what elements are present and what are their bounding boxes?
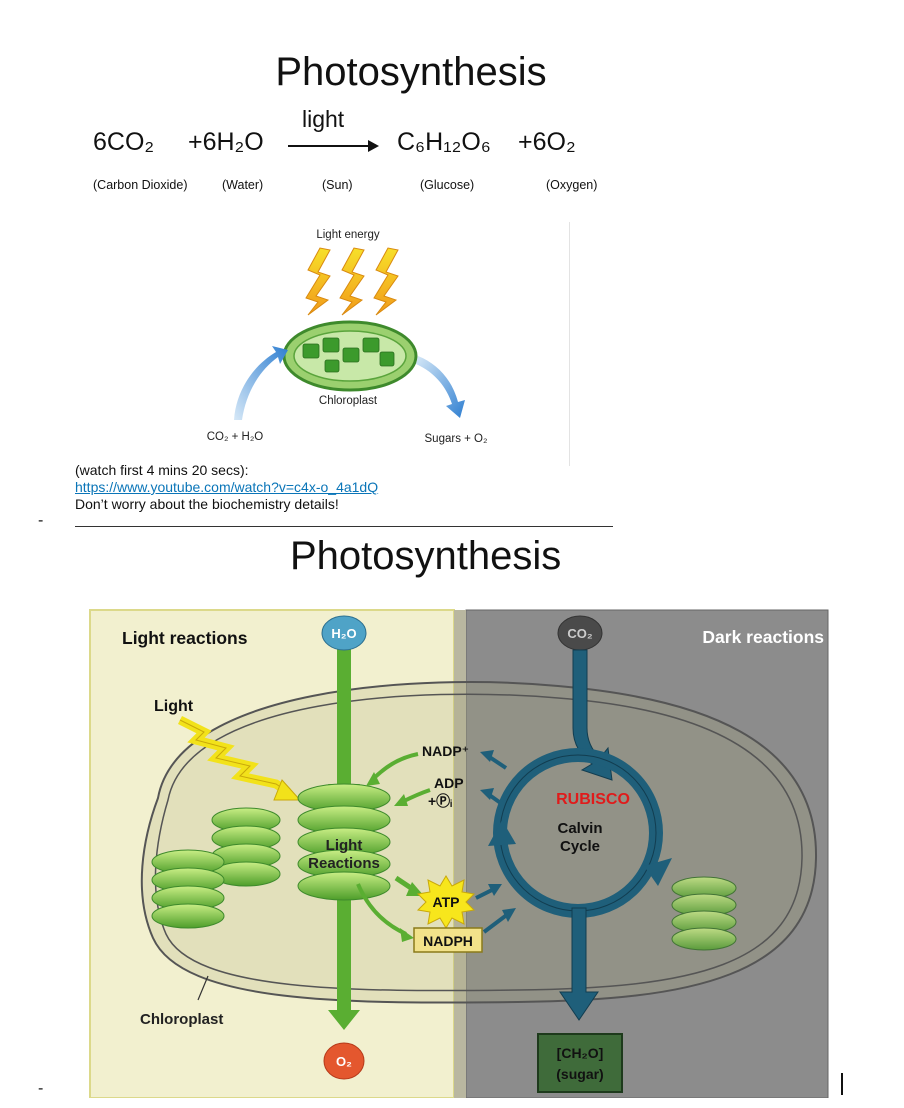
equation-arrow [288,145,370,147]
sugar-label-line1: [CH₂O] [557,1045,604,1061]
slide2-title: Photosynthesis [290,534,562,578]
o2-label: O₂ [336,1054,352,1069]
grana-stack-right-icon [671,876,737,951]
label-sun: (Sun) [322,178,353,192]
grana-stack-icon [297,783,391,901]
nadph-label: NADPH [423,933,473,949]
equation-co2: 6CO₂ [93,128,155,156]
diagram-divider [569,222,570,466]
note-watch: (watch first 4 mins 20 secs): [75,462,249,478]
equation-glucose: C₆H₁₂O₆ [397,128,491,156]
chloroplast-outline [140,681,818,1004]
chloroplast2-label: Chloroplast [140,1011,223,1028]
chloroplast-label: Chloroplast [319,395,378,407]
separator-line [75,526,613,527]
pi-label: +Ⓟᵢ [428,793,452,809]
note-details: Don’t worry about the biochemistry detai… [75,496,339,512]
label-co2: (Carbon Dioxide) [93,178,188,192]
dark-reactions-header: Dark reactions [702,627,824,647]
bullet-dash-2: - [38,1080,44,1097]
o2-circle [323,1042,365,1080]
h2o-label: H₂O [331,626,356,641]
photosynthesis-diagram: Light reactions Dark reactions H₂O O₂ CO… [89,609,829,1098]
light-energy-label: Light energy [316,229,380,241]
input-label: CO₂ + H₂O [207,431,264,443]
input-arrow-icon [234,346,288,420]
chloroplast-diagram: Light energy Chloroplast CO₂ + H₂O Sugar… [207,229,488,445]
video-link-wrap: https://www.youtube.com/watch?v=c4x-o_4a… [75,479,378,496]
bullet-dash: - [38,512,44,529]
equation-arrow-label: light [302,106,345,132]
light-reactions-label-line1: Light [326,837,363,854]
h2o-circle [321,615,367,651]
label-glucose: (Glucose) [420,178,475,192]
output-arrow-icon [416,356,465,418]
light-energy-bolts-icon [305,247,399,316]
light-reactions-header: Light reactions [122,628,248,648]
light-reactions-label-line2: Reactions [308,855,380,872]
output-label: Sugars + O₂ [425,433,488,445]
calvin-label-line2: Cycle [560,838,600,855]
rubisco-label: RUBISCO [556,791,630,808]
equation-arrow-head [368,140,379,152]
atp-label: ATP [433,894,460,910]
label-oxygen: (Oxygen) [546,178,598,192]
grana-stack-left-icon [151,849,225,929]
label-water: (Water) [222,178,264,192]
video-link[interactable]: https://www.youtube.com/watch?v=c4x-o_4a… [75,479,379,495]
sugar-box [537,1033,623,1093]
equation-o2: +6O₂ [518,128,576,156]
nadph-box [413,927,483,953]
adp-label: ADP [434,775,464,791]
grana-stack-small-icon [211,807,281,887]
text-cursor [841,1073,843,1095]
light-label: Light [154,698,194,715]
sugar-label-line2: (sugar) [556,1066,603,1082]
calvin-label-line1: Calvin [557,820,602,837]
equation-h2o: +6H₂O [188,128,264,156]
nadp-label: NADP⁺ [422,743,469,759]
co2-label: CO₂ [567,626,593,641]
slide1-title: Photosynthesis [275,50,547,94]
chloroplast-icon [282,320,418,392]
